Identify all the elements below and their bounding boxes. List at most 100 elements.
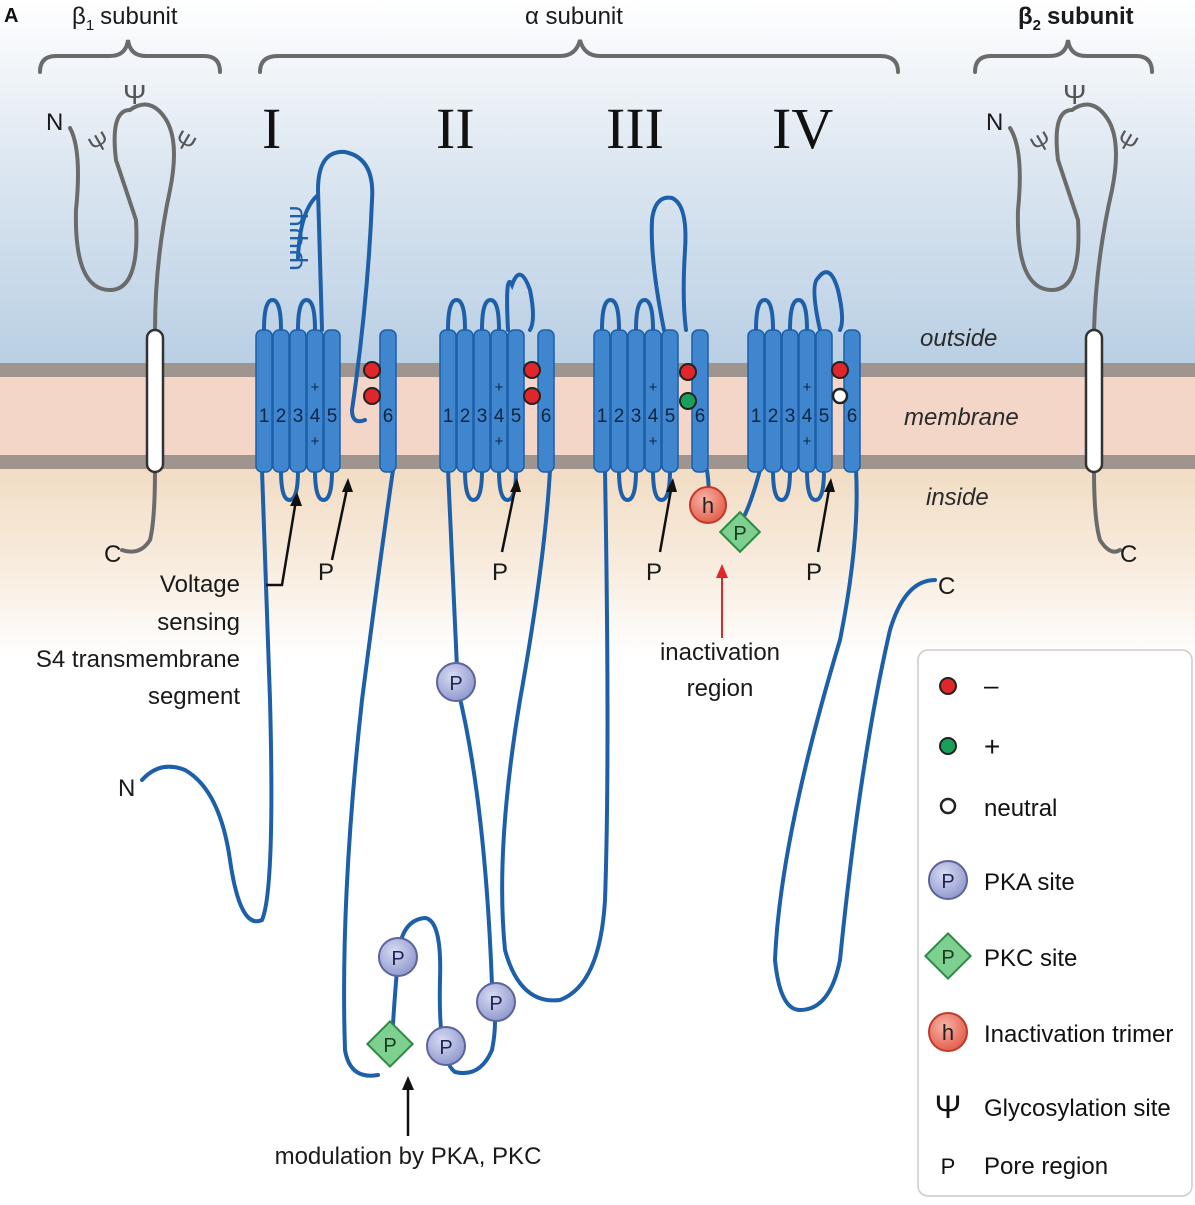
beta2-brace xyxy=(973,39,1154,74)
negative-charge xyxy=(523,361,541,379)
alpha-n-terminus: N xyxy=(118,775,135,802)
panel-label: A xyxy=(4,5,18,27)
segment-number: 6 xyxy=(695,406,706,427)
negative-charge xyxy=(831,361,849,379)
negative-charge xyxy=(679,363,697,381)
segment-number: 1 xyxy=(597,406,608,427)
legend-pkc-icon-label: P xyxy=(941,947,954,969)
domain-label-2: II xyxy=(436,96,475,161)
segment-number: 5 xyxy=(511,406,522,427)
glycosylation-icon: Ψ xyxy=(284,227,314,249)
segment-helix xyxy=(781,329,799,473)
pkc-site xyxy=(365,1019,415,1069)
pore-label: P xyxy=(646,559,662,586)
segment-helix xyxy=(644,329,662,473)
pka-site xyxy=(426,1026,466,1066)
alpha-chain xyxy=(140,149,937,1078)
outside-label: outside xyxy=(920,325,997,352)
beta1-subunit: N C Ψ Ψ Ψ xyxy=(46,79,200,568)
segment-number: 6 xyxy=(541,406,552,427)
s4-charge: + xyxy=(495,379,504,396)
legend-glyco-label: Glycosylation site xyxy=(984,1095,1171,1122)
segment-helix xyxy=(593,329,611,473)
legend-negative-label: – xyxy=(984,670,999,700)
s4-charge: + xyxy=(803,433,812,450)
pka-site-label: P xyxy=(489,993,502,1015)
legend-negative-icon xyxy=(939,677,957,695)
segment-number: 3 xyxy=(785,406,796,427)
segment-helix xyxy=(798,329,816,473)
segment-helix xyxy=(379,329,397,473)
helix-loop xyxy=(463,468,484,503)
segment-number: 6 xyxy=(847,406,858,427)
pore-label: P xyxy=(318,559,334,586)
glycosylation-icon: Ψ xyxy=(123,79,146,110)
segment-number: 1 xyxy=(751,406,762,427)
segment-number: 3 xyxy=(631,406,642,427)
pka-site-label: P xyxy=(439,1037,452,1059)
legend-pore-icon: P xyxy=(941,1154,956,1179)
segment-helix xyxy=(747,329,765,473)
arrow-head xyxy=(342,478,353,492)
voltage-arrow xyxy=(266,499,298,587)
arrow-head xyxy=(402,1076,414,1090)
beta1-n-terminus: N xyxy=(46,109,63,136)
positive-charge xyxy=(679,392,697,410)
beta2-subunit: N C Ψ Ψ Ψ xyxy=(986,79,1142,568)
negative-charge xyxy=(523,387,541,405)
pka-site xyxy=(476,982,516,1022)
neutral-charge xyxy=(831,387,849,405)
pka-site-label: P xyxy=(449,673,462,695)
inside-label: inside xyxy=(926,484,989,511)
negative-charge xyxy=(363,361,381,379)
legend-pore-label: Pore region xyxy=(984,1153,1108,1180)
segment-helix xyxy=(456,329,474,473)
voltage-label-line1: Voltage xyxy=(160,571,240,598)
arrow-head xyxy=(716,564,728,578)
inactivation-label-line1: inactivation xyxy=(660,639,780,666)
s4-charge: + xyxy=(649,379,658,396)
segment-number: 6 xyxy=(383,406,394,427)
segment-number: 5 xyxy=(327,406,338,427)
segment-helix xyxy=(815,329,833,473)
segment-helix xyxy=(627,329,645,473)
outside-zone xyxy=(0,0,1195,365)
beta1-brace xyxy=(38,39,222,74)
legend-trimer-icon-label: h xyxy=(942,1020,954,1045)
legend-pka-icon xyxy=(928,860,968,900)
segment-helix xyxy=(537,329,555,473)
segment-number: 2 xyxy=(276,406,287,427)
pka-sites: P P P P xyxy=(378,662,516,1066)
legend-neutral-icon xyxy=(939,797,957,815)
segment-number: 3 xyxy=(293,406,304,427)
s4-charge: + xyxy=(649,433,658,450)
alpha-c-terminus: C xyxy=(938,573,955,600)
helix-loop xyxy=(600,297,621,332)
helix-loop xyxy=(788,297,809,332)
segment-number: 4 xyxy=(494,406,505,427)
domain-label-4: IV xyxy=(772,96,833,161)
legend-pka-icon-label: P xyxy=(941,871,954,893)
beta2-transmembrane-helix xyxy=(1084,328,1104,474)
helix-loop xyxy=(805,468,826,503)
segment-helix xyxy=(490,329,508,473)
alpha-subunit-label: α subunit xyxy=(525,3,623,30)
helix-loop xyxy=(262,297,283,332)
segment-number: 5 xyxy=(819,406,830,427)
segment-number: 2 xyxy=(614,406,625,427)
pore-arrow xyxy=(330,483,350,561)
glycosylation-icon: Ψ xyxy=(1063,79,1086,110)
pka-site-label: P xyxy=(391,948,404,970)
glycosylation-icon: Ψ xyxy=(284,249,314,271)
pka-site xyxy=(378,937,418,977)
segment-number: 1 xyxy=(443,406,454,427)
segment-helix xyxy=(507,329,525,473)
segment-number: 4 xyxy=(648,406,659,427)
pkc-site xyxy=(718,510,762,554)
segment-helix xyxy=(323,329,341,473)
